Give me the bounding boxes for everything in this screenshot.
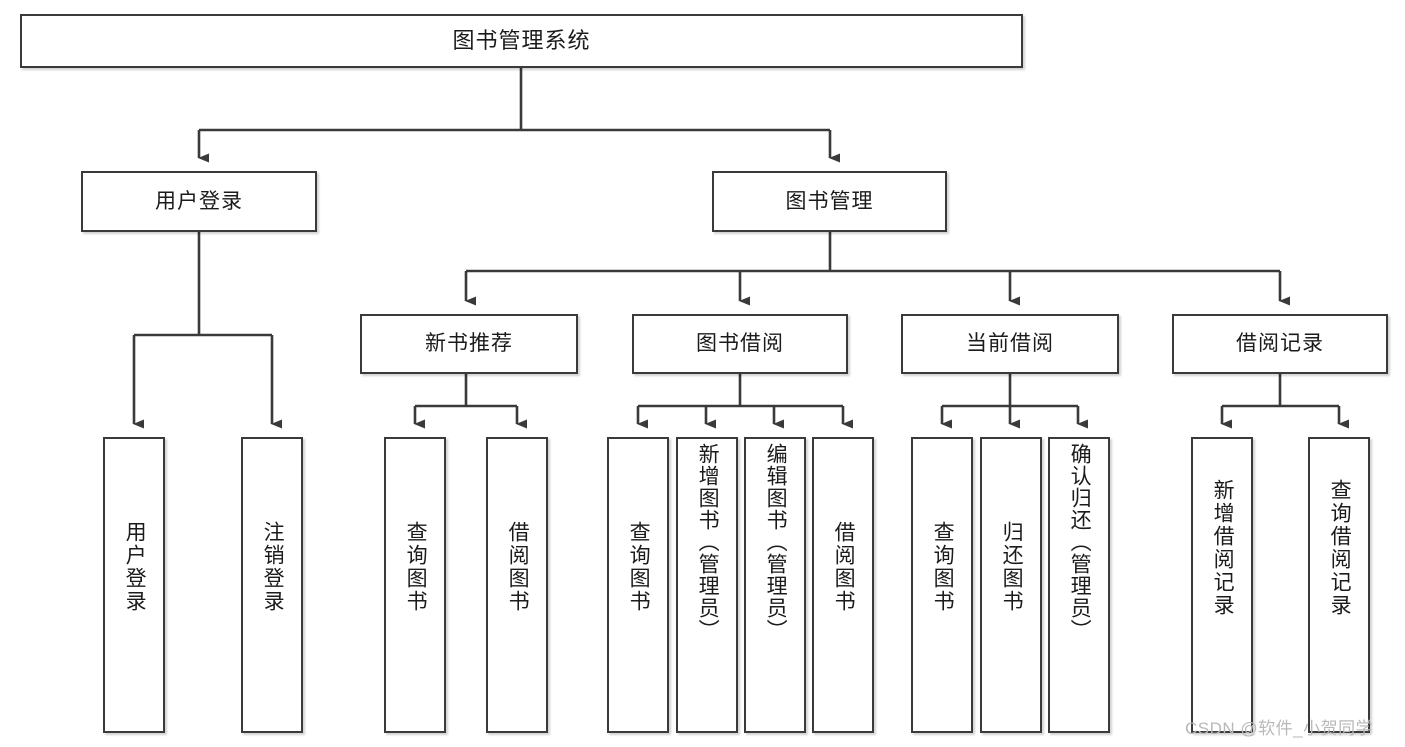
node-leaf-query-book-current[interactable]: 查询图书 xyxy=(911,437,973,733)
node-label: 借阅图书 xyxy=(832,521,856,613)
node-leaf-query-borrow-record[interactable]: 查询借阅记录 xyxy=(1308,437,1370,733)
node-leaf-return-book[interactable]: 归还图书 xyxy=(980,437,1042,733)
node-book-manage[interactable]: 图书管理 xyxy=(712,171,947,232)
node-label: 查询借阅记录 xyxy=(1328,479,1352,617)
node-leaf-borrow-book-recommend[interactable]: 借阅图书 xyxy=(486,437,548,733)
node-label: 新书推荐 xyxy=(425,332,513,356)
node-label: 查询图书 xyxy=(404,521,428,613)
node-label: 注销登录 xyxy=(261,521,285,613)
node-user-login[interactable]: 用户登录 xyxy=(81,171,317,232)
node-label: 新增借阅记录 xyxy=(1211,479,1235,617)
node-leaf-user-login[interactable]: 用户登录 xyxy=(103,437,165,733)
node-label: 查询图书 xyxy=(931,521,955,613)
node-label: 用户登录 xyxy=(155,189,243,213)
node-leaf-edit-book[interactable]: 编辑图书（管理员） xyxy=(744,437,806,733)
node-new-book-recommend[interactable]: 新书推荐 xyxy=(360,314,578,374)
node-label: 确认归还（管理员） xyxy=(1068,443,1092,641)
node-label: 图书借阅 xyxy=(696,332,784,356)
node-leaf-query-book-recommend[interactable]: 查询图书 xyxy=(384,437,446,733)
node-label: 图书管理系统 xyxy=(452,27,591,53)
node-leaf-add-borrow-record[interactable]: 新增借阅记录 xyxy=(1191,437,1253,733)
node-root-book-management-system[interactable]: 图书管理系统 xyxy=(20,14,1023,68)
node-label: 查询图书 xyxy=(627,521,651,613)
node-leaf-confirm-return[interactable]: 确认归还（管理员） xyxy=(1048,437,1110,733)
node-leaf-borrow-book[interactable]: 借阅图书 xyxy=(812,437,874,733)
node-label: 借阅记录 xyxy=(1236,332,1324,356)
node-borrow-record[interactable]: 借阅记录 xyxy=(1172,314,1388,374)
node-leaf-query-book-borrow[interactable]: 查询图书 xyxy=(607,437,669,733)
node-label: 新增图书（管理员） xyxy=(696,443,720,641)
node-book-borrow[interactable]: 图书借阅 xyxy=(632,314,848,374)
node-label: 图书管理 xyxy=(785,189,874,213)
node-leaf-add-book[interactable]: 新增图书（管理员） xyxy=(676,437,738,733)
node-label: 编辑图书（管理员） xyxy=(764,443,788,641)
node-label: 用户登录 xyxy=(123,521,147,613)
node-label: 当前借阅 xyxy=(966,332,1054,356)
node-label: 借阅图书 xyxy=(506,521,530,613)
node-label: 归还图书 xyxy=(1000,521,1024,613)
node-current-borrow[interactable]: 当前借阅 xyxy=(901,314,1119,374)
node-leaf-user-logout[interactable]: 注销登录 xyxy=(241,437,303,733)
